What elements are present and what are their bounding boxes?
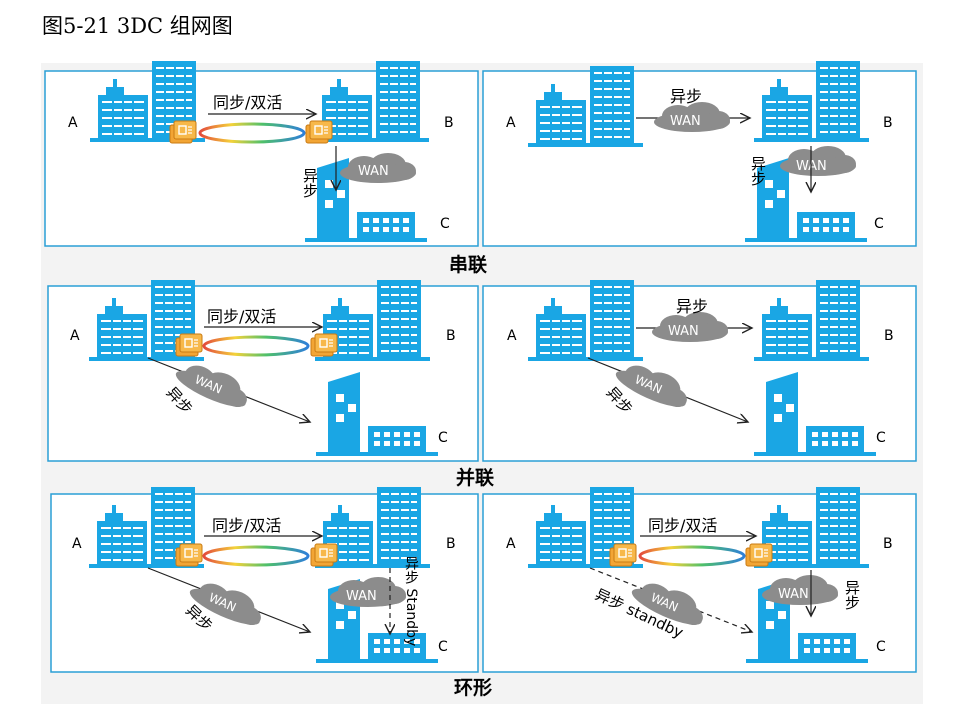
site-c-label: C [876, 430, 886, 446]
panel-serial-async: A B C WAN 异步 WAN 异步 [482, 61, 917, 247]
site-c-label: C [438, 639, 448, 655]
site-a-label: A [506, 115, 516, 131]
site-b-label: B [883, 115, 893, 131]
sync-label: 同步/双活 [207, 307, 276, 326]
site-a-label: A [507, 328, 517, 344]
site-a-label: A [70, 328, 80, 344]
wan-label: WAN [358, 164, 389, 179]
group-title-ring: 环形 [454, 677, 492, 699]
wan-label: WAN [670, 114, 701, 129]
site-a-label: A [72, 536, 82, 552]
panel-ring-sync: A B C 同步/双活 WAN 异步 WAN 异步 Standby [50, 487, 479, 673]
site-b-label: B [446, 328, 456, 344]
async-label: 异步 [670, 87, 702, 106]
panel-parallel-sync: A B C 同步/双活 WAN 异步 [47, 280, 479, 462]
site-b-label: B [884, 328, 894, 344]
site-b-label: B [444, 115, 454, 131]
site-a-label: A [506, 536, 516, 552]
sync-label: 同步/双活 [213, 93, 282, 112]
async-label: 异步 [301, 168, 319, 198]
group-title-parallel: 并联 [456, 466, 494, 489]
figure-title: 图5-21 3DC 组网图 [42, 14, 233, 38]
site-c-label: C [876, 639, 886, 655]
site-c-label: C [440, 216, 450, 232]
sync-label: 同步/双活 [212, 516, 281, 535]
panel-serial-sync: A B C 同步/双活 WAN 异步 [44, 61, 479, 247]
sync-label: 同步/双活 [648, 516, 717, 535]
panel-ring-async: A B C 同步/双活 WAN 异步 WAN 异步 standby [482, 487, 917, 673]
site-c-label: C [438, 430, 448, 446]
site-a-label: A [68, 115, 78, 131]
async-standby-label: 异步 Standby [403, 556, 419, 646]
wan-label: WAN [346, 589, 377, 604]
async-label: 异步 [749, 156, 767, 186]
site-c-label: C [874, 216, 884, 232]
panel-parallel-async: A B C WAN 异步 WAN 异步 [482, 280, 917, 462]
wan-label: WAN [668, 324, 699, 339]
async-label: 异步 [843, 580, 861, 610]
wan-label: WAN [778, 587, 809, 602]
group-title-serial: 串联 [449, 254, 487, 276]
site-b-label: B [446, 536, 456, 552]
async-label: 异步 [676, 297, 708, 316]
site-b-label: B [883, 536, 893, 552]
